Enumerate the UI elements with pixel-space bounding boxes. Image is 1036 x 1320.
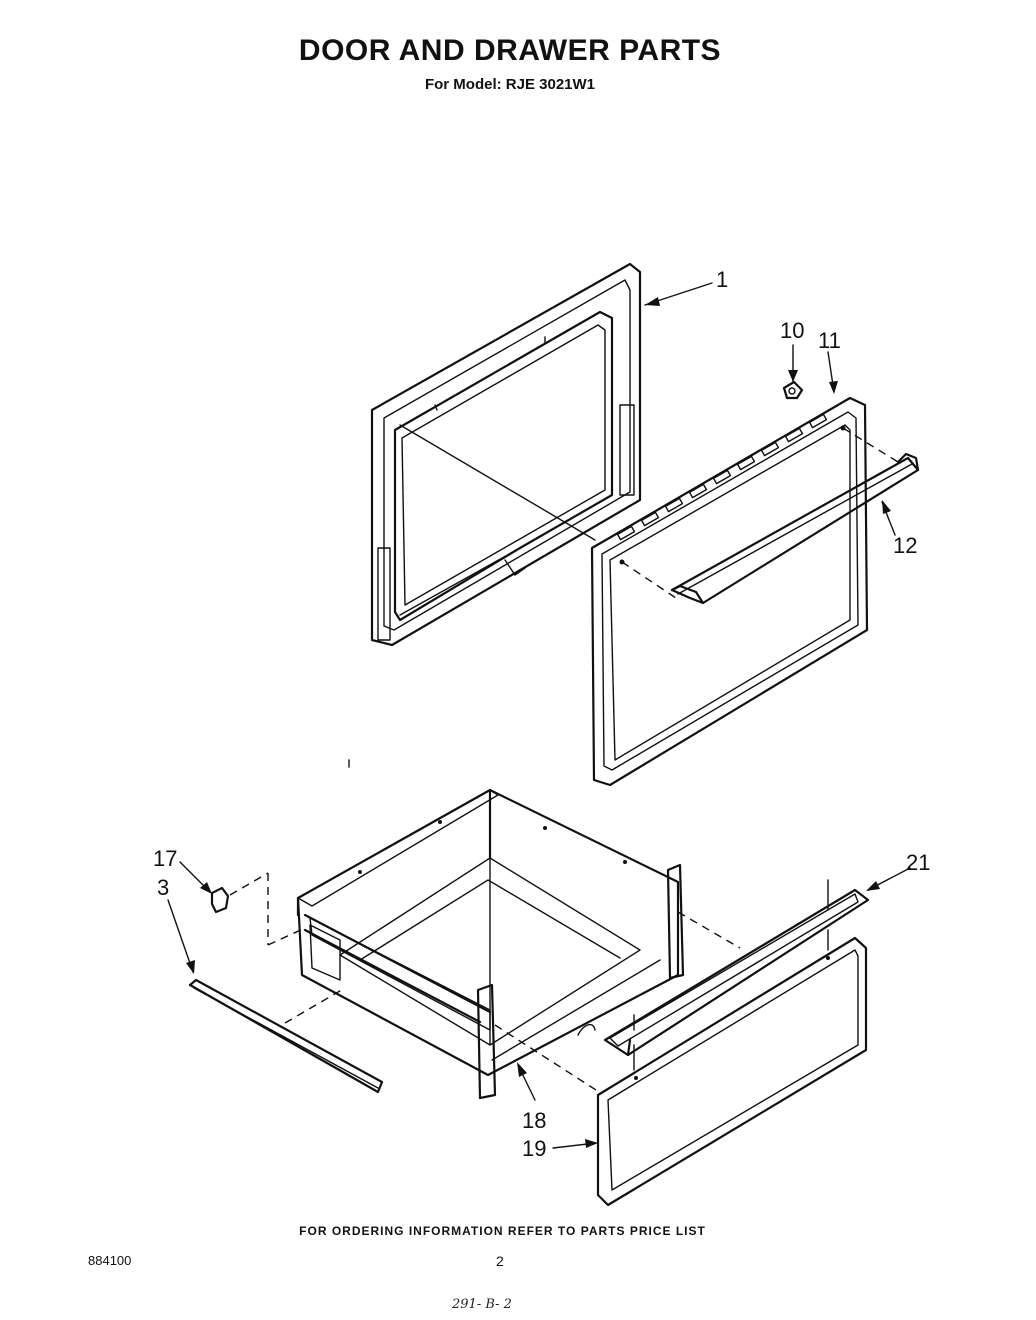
document-number: 884100 — [88, 1253, 132, 1268]
drawer-rail — [188, 978, 384, 1094]
door-handle — [670, 452, 920, 605]
door-inner-panel — [370, 262, 642, 647]
drawer-front-panel — [596, 936, 868, 1207]
door-screw — [782, 380, 804, 400]
page-title: DOOR AND DRAWER PARTS — [298, 34, 722, 67]
drawer-clip — [210, 872, 306, 946]
callout-19: 19 — [522, 1136, 546, 1161]
drawer-front-bracket — [494, 879, 870, 1091]
door-outer-panel — [590, 396, 899, 787]
callout-18: 18 — [522, 1108, 546, 1133]
door-vent-slots — [616, 413, 828, 541]
model-subtitle: For Model: RJE 3021W1 — [424, 76, 596, 93]
leader-arrows — [167, 282, 911, 1149]
callout-10: 10 — [780, 318, 804, 343]
callout-12: 12 — [893, 533, 917, 558]
callout-3: 3 — [157, 875, 169, 900]
callout-11: 11 — [818, 328, 841, 353]
handwritten-reference: 291- B- 2 — [452, 1297, 512, 1312]
callout-21: 21 — [906, 850, 930, 875]
drawer-body — [296, 788, 685, 1100]
page-number: 2 — [496, 1253, 504, 1269]
callout-1: 1 — [716, 267, 728, 292]
ordering-note: FOR ORDERING INFORMATION REFER TO PARTS … — [299, 1224, 706, 1238]
callout-17: 17 — [153, 846, 177, 871]
